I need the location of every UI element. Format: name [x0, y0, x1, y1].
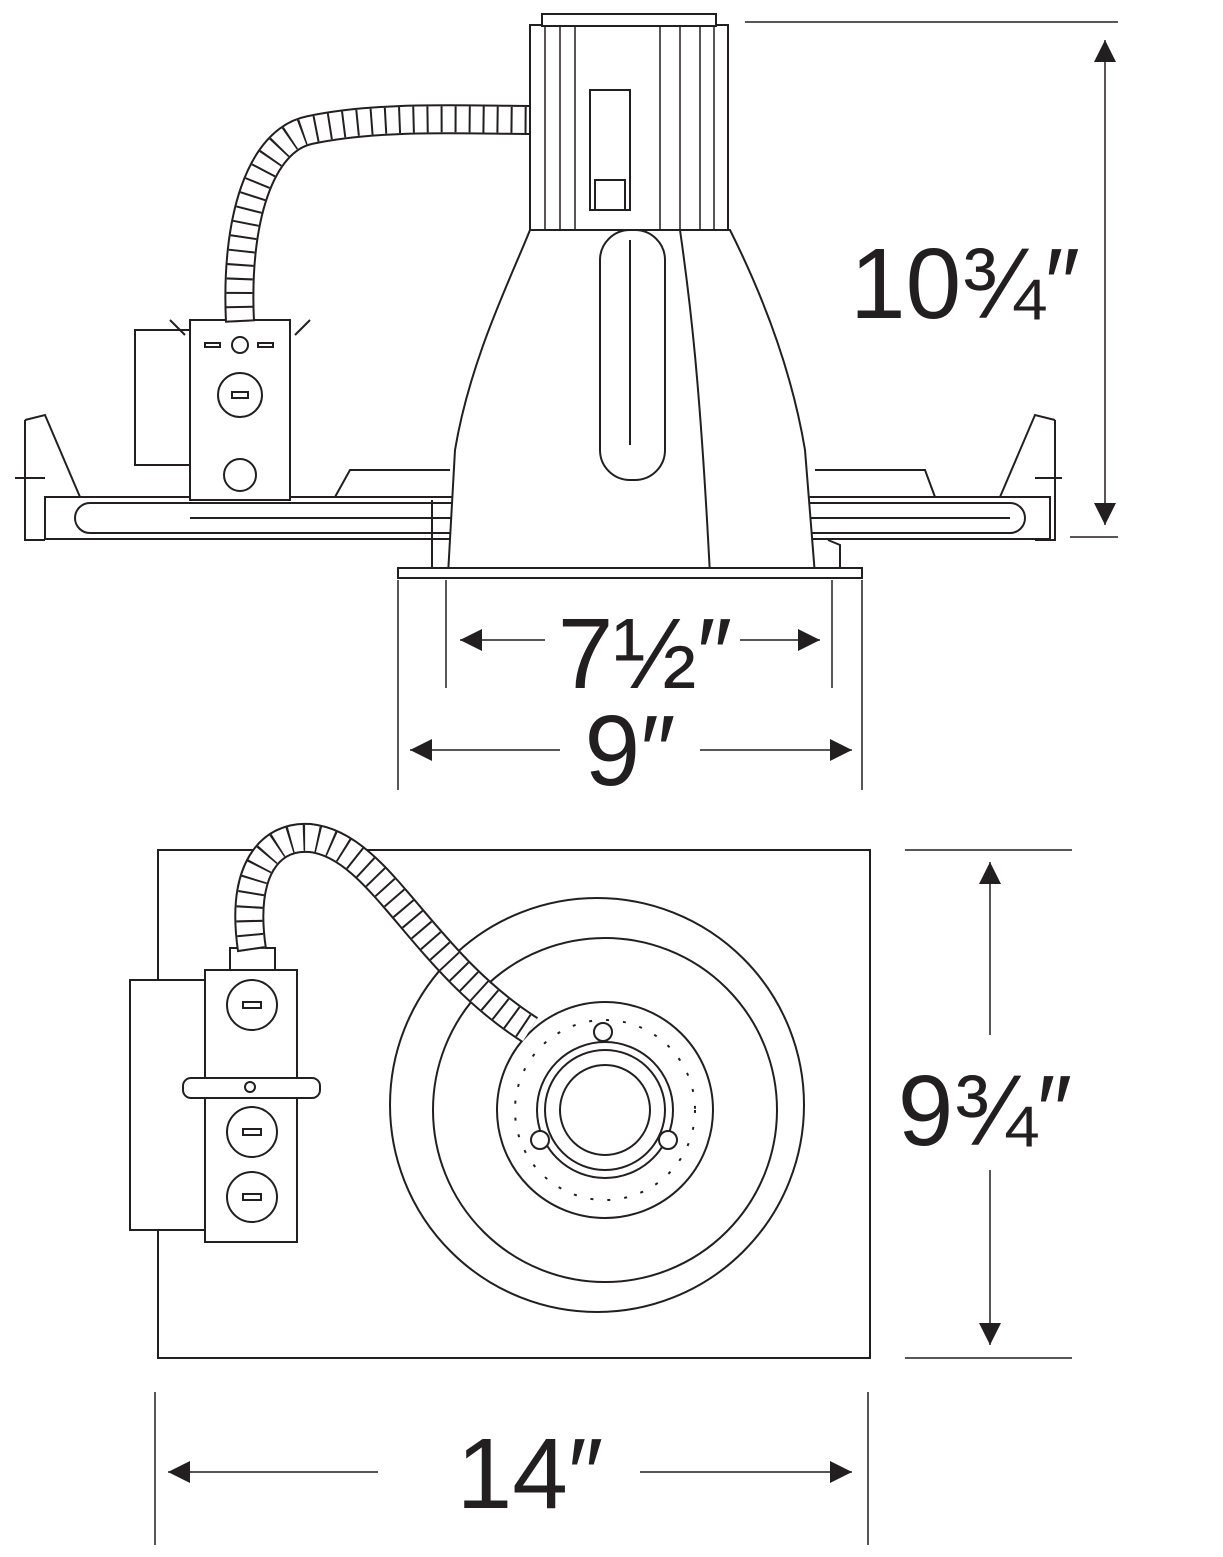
trim-flange — [397, 567, 863, 579]
dimension-depth: 9¾″ — [898, 849, 1072, 1359]
side-view — [15, 13, 1062, 579]
flange-label: 9″ — [584, 695, 675, 807]
reflector-rings — [389, 897, 805, 1313]
driver-housing — [529, 13, 729, 231]
dimension-height: 10¾″ — [745, 21, 1118, 538]
height-label: 10¾″ — [850, 228, 1080, 340]
reflector — [431, 229, 841, 576]
width-label: 14″ — [457, 1418, 604, 1530]
flex-conduit — [224, 104, 536, 323]
depth-label: 9¾″ — [898, 1055, 1072, 1167]
dimension-aperture: 7½″ — [445, 580, 833, 710]
plan-view — [129, 822, 871, 1359]
plan-junction-box — [129, 947, 321, 1243]
aperture-label: 7½″ — [558, 598, 732, 710]
dimension-width: 14″ — [154, 1392, 869, 1545]
junction-box — [134, 319, 311, 501]
plan-flex-conduit — [234, 822, 539, 1043]
dimension-flange: 9″ — [397, 580, 863, 807]
